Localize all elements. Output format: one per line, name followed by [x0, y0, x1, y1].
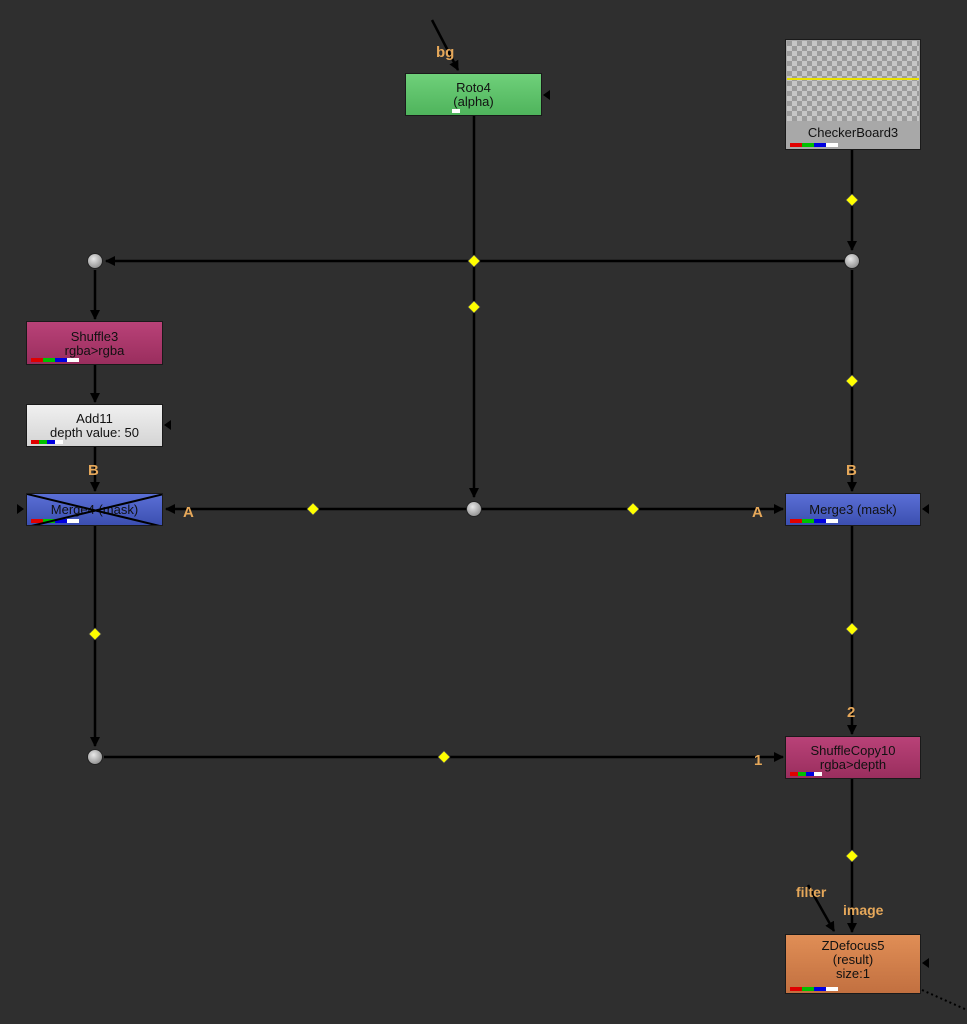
channel-indicator — [31, 358, 79, 362]
input-label-1: 1 — [754, 752, 763, 769]
input-label-a: A — [183, 504, 194, 521]
node-shuffle3[interactable]: Shuffle3 rgba>rgba — [26, 321, 163, 365]
node-name: CheckerBoard3 — [807, 125, 899, 140]
node-zdefocus5[interactable]: ZDefocus5 (result) size:1 — [785, 934, 921, 994]
thumbnail-line — [787, 78, 919, 80]
node-roto4[interactable]: Roto4 (alpha) — [405, 73, 542, 116]
mask-input-arrow[interactable] — [543, 90, 550, 100]
edge-midpoint-handle[interactable] — [845, 622, 859, 636]
edge-midpoint-handle[interactable] — [467, 254, 481, 268]
node-name: ZDefocus5 — [821, 938, 885, 953]
edge-zdefocus5-output[interactable] — [921, 989, 967, 1011]
mask-input-arrow[interactable] — [164, 420, 171, 430]
edge-midpoint-handle[interactable] — [88, 627, 102, 641]
edge-zdefocus5-filter[interactable] — [806, 884, 836, 932]
edge-midpoint-handle[interactable] — [845, 193, 859, 207]
mask-input-arrow[interactable] — [17, 504, 24, 514]
mask-input-arrow[interactable] — [922, 958, 929, 968]
node-subtitle-2: size:1 — [836, 966, 870, 981]
node-name: Roto4 — [456, 80, 491, 95]
node-shufflecopy10[interactable]: ShuffleCopy10 rgba>depth — [785, 736, 921, 779]
edge-midpoint-handle[interactable] — [845, 849, 859, 863]
edge-midpoint-handle[interactable] — [626, 502, 640, 516]
channel-indicator — [790, 519, 838, 523]
node-subtitle: rgba>depth — [819, 757, 887, 772]
node-add11[interactable]: Add11 depth value: 50 — [26, 404, 163, 447]
input-label-filter: filter — [796, 884, 827, 900]
dot-node[interactable] — [844, 253, 860, 269]
input-label-a: A — [752, 504, 763, 521]
disabled-cross-icon — [27, 494, 162, 525]
checkerboard-thumbnail — [787, 41, 919, 121]
channel-indicator — [790, 987, 838, 991]
channel-indicator — [790, 143, 838, 147]
channel-indicator — [31, 440, 63, 444]
dot-node[interactable] — [466, 501, 482, 517]
edge-midpoint-handle[interactable] — [467, 300, 481, 314]
node-merge4[interactable]: Merge4 (mask) — [26, 493, 163, 526]
edge-midpoint-handle[interactable] — [845, 374, 859, 388]
channel-indicator — [452, 109, 460, 113]
node-checkerboard3[interactable]: CheckerBoard3 — [785, 39, 921, 150]
input-label-2: 2 — [847, 704, 856, 721]
node-subtitle: (result) — [832, 952, 874, 967]
input-label-b: B — [88, 462, 99, 479]
dot-node[interactable] — [87, 749, 103, 765]
node-merge3[interactable]: Merge3 (mask) — [785, 493, 921, 526]
edge-midpoint-handle[interactable] — [306, 502, 320, 516]
dot-node[interactable] — [87, 253, 103, 269]
mask-input-arrow[interactable] — [922, 504, 929, 514]
input-label-bg: bg — [436, 44, 455, 61]
edge-roto4-input[interactable] — [430, 19, 460, 71]
input-label-image: image — [843, 902, 884, 918]
node-name: Shuffle3 — [70, 329, 119, 344]
node-name: Merge3 (mask) — [809, 502, 897, 517]
edge-midpoint-handle[interactable] — [437, 750, 451, 764]
input-label-b: B — [846, 462, 857, 479]
node-subtitle: (alpha) — [453, 94, 494, 109]
node-subtitle: depth value: 50 — [50, 425, 139, 440]
node-subtitle: rgba>rgba — [64, 343, 125, 358]
node-name: Add11 — [76, 411, 113, 426]
channel-indicator — [790, 772, 822, 776]
node-name: ShuffleCopy10 — [810, 743, 896, 758]
